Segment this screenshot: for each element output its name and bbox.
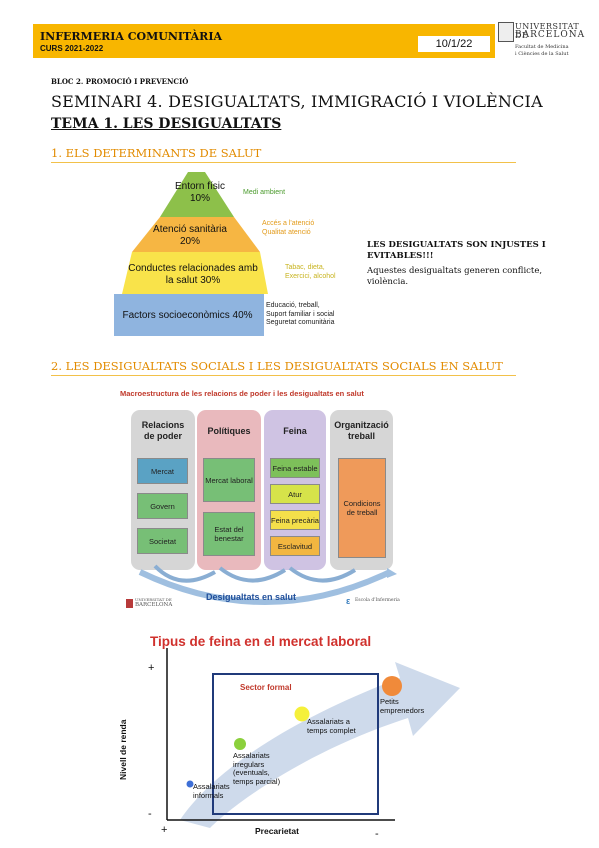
inequality-note-body: Aquestes desigualtats generen conflicte,… (367, 266, 543, 287)
pyramid-level-4 (114, 294, 264, 336)
section-1-divider (51, 162, 516, 163)
job-types-title: Tipus de feina en el mercat laboral (150, 634, 372, 649)
section-1-title: 1. ELS DETERMINANTS DE SALUT (51, 146, 262, 160)
health-inequality-arcs (138, 564, 397, 605)
box-society: Societat (137, 528, 188, 554)
job-types-diagram (166, 648, 460, 828)
pyramid-level-1 (160, 172, 234, 217)
nursing-school-mark-icon: ε (346, 596, 351, 606)
y-axis-minus: - (148, 808, 152, 820)
box-unemployment: Atur (270, 484, 320, 504)
topic-title: TEMA 1. LES DESIGUALTATS (51, 116, 282, 132)
logo-faculty-line-1: Facultat de Medicina (515, 44, 569, 50)
x-axis-minus: - (375, 828, 379, 840)
section-2-title: 2. LES DESIGUALTATS SOCIALS I LES DESIGU… (51, 359, 503, 373)
point-informal (186, 780, 194, 788)
pyramid-level-3-side: Tabac, dieta,Exercici, alcohol (285, 264, 336, 280)
header-title: INFERMERIA COMUNITÀRIA (40, 30, 222, 43)
shield-icon (126, 599, 133, 608)
macro-diagram-title: Macroestructura de les relacions de pode… (120, 389, 364, 398)
y-axis-label: Nivell de renda (118, 719, 128, 780)
shield-icon (498, 22, 514, 42)
determinants-pyramid (114, 172, 268, 336)
box-slavery: Esclavitud (270, 536, 320, 556)
box-market: Mercat (137, 458, 188, 484)
pyramid-level-2 (132, 217, 260, 252)
inequality-note-title: LES DESIGUALTATS SON INJUSTES I EVITABLE… (367, 240, 546, 261)
logo-name-line-1: UNIVERSITAT DE (515, 22, 580, 40)
box-labour-market: Mercat laboral (203, 458, 255, 502)
logo-faculty-line-2: i Ciències de la Salut (515, 51, 569, 57)
seminar-title: SEMINARI 4. DESIGUALTATS, IMMIGRACIÓ I V… (51, 92, 543, 111)
pyramid-level-4-side: Educació, treball,Suport familiar i soci… (266, 302, 335, 326)
header-date: 10/1/22 (418, 36, 490, 52)
sector-formal-box (212, 673, 379, 815)
health-inequality-label: Desigualtats en salut (206, 592, 297, 602)
point-entrepreneurs (382, 676, 402, 696)
macro-logo-line-1: UNIVERSITAT DE (135, 597, 172, 602)
x-axis-plus: + (161, 824, 168, 836)
box-stable-job: Feina estable (270, 458, 320, 478)
point-irregular (234, 738, 246, 750)
column-work-head: Feina (283, 426, 307, 436)
pyramid-level-3 (122, 252, 268, 294)
y-axis-plus: + (148, 662, 155, 674)
section-2-divider (51, 375, 516, 376)
box-welfare-state: Estat del benestar (203, 512, 255, 556)
macro-logo-line-2: BARCELONA (135, 602, 173, 608)
x-axis-label: Precarietat (255, 826, 299, 836)
box-government: Govern (137, 493, 188, 519)
university-logo: UNIVERSITAT DE BARCELONA Facultat de Med… (498, 22, 586, 62)
box-precarious-job: Feina precària (270, 510, 320, 530)
pyramid-level-4-label: Factors socioeconòmics 40% (122, 310, 253, 321)
nursing-school-label: Escola d'Infermeria (355, 598, 400, 603)
precarity-arrow (180, 662, 460, 828)
box-working-conditions: Condicions de treball (338, 458, 386, 558)
column-policies-head: Polítiques (207, 426, 251, 436)
pyramid-level-1-side: Medi ambient (243, 189, 286, 196)
header-course: CURS 2021-2022 (40, 44, 104, 53)
point-fulltime (294, 706, 310, 722)
bloc-label: BLOC 2. PROMOCIÓ I PREVENCIÓ (51, 77, 189, 86)
logo-name-line-2: BARCELONA (515, 30, 586, 40)
sector-formal-label: Sector formal (240, 683, 292, 692)
